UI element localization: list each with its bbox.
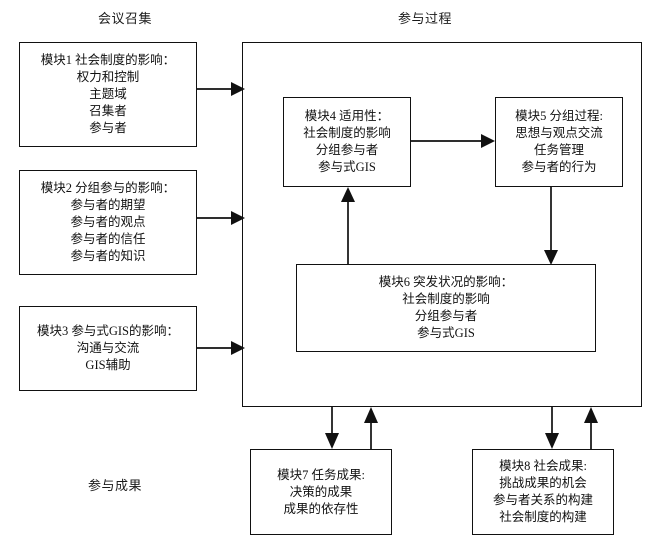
module-8-heading: 模块8 社会成果: <box>499 459 587 473</box>
module-5-item-1: 思想与观点交流 <box>515 126 603 140</box>
module-4-item-3: 参与式GIS <box>318 160 376 174</box>
arrowhead-container-m7 <box>325 433 339 449</box>
module-4-heading: 模块4 适用性： <box>304 109 390 123</box>
module-2-item-4: 参与者的知识 <box>70 249 146 263</box>
module-5-item-2: 任务管理 <box>533 143 584 157</box>
module-7-heading: 模块7 任务成果: <box>277 467 365 482</box>
module-1-item-1: 权力和控制 <box>76 70 140 84</box>
module-6-item-1: 社会制度的影响 <box>402 292 490 306</box>
module-1-heading: 模块1 社会制度的影响： <box>40 53 176 67</box>
module-4-item-1: 社会制度的影响 <box>303 126 391 140</box>
module-2-item-1: 参与者的期望 <box>70 198 146 212</box>
module-3-item-2: GIS辅助 <box>85 358 131 372</box>
module-box-4[interactable]: 模块4 适用性： 社会制度的影响 分组参与者 参与式GIS <box>283 97 411 187</box>
module-7-item-2: 成果的依存性 <box>283 501 359 516</box>
module-4-item-2: 分组参与者 <box>315 143 379 157</box>
module-box-1[interactable]: 模块1 社会制度的影响： 权力和控制 主题域 召集者 参与者 <box>19 42 197 147</box>
module-1-item-4: 参与者 <box>89 121 127 135</box>
module-2-heading: 模块2 分组参与的影响： <box>40 181 176 195</box>
section-title-outcomes: 参与成果 <box>87 478 142 493</box>
section-title-convening: 会议召集 <box>97 11 152 26</box>
module-box-6[interactable]: 模块6 突发状况的影响： 社会制度的影响 分组参与者 参与式GIS <box>296 264 596 352</box>
module-8-item-3: 社会制度的构建 <box>499 510 587 524</box>
module-8-item-2: 参与者关系的构建 <box>492 493 593 507</box>
module-6-item-3: 参与式GIS <box>417 326 475 340</box>
module-6-item-2: 分组参与者 <box>414 309 478 323</box>
module-box-8[interactable]: 模块8 社会成果: 挑战成果的机会 参与者关系的构建 社会制度的构建 <box>472 449 614 535</box>
arrowhead-container-m8 <box>545 433 559 449</box>
module-3-item-1: 沟通与交流 <box>76 341 140 355</box>
module-1-item-2: 主题域 <box>89 87 127 101</box>
module-box-7[interactable]: 模块7 任务成果: 决策的成果 成果的依存性 <box>250 449 392 535</box>
arrowhead-m7-container <box>364 407 378 423</box>
module-7-item-1: 决策的成果 <box>289 484 353 499</box>
module-box-2[interactable]: 模块2 分组参与的影响： 参与者的期望 参与者的观点 参与者的信任 参与者的知识 <box>19 170 197 275</box>
module-5-item-3: 参与者的行为 <box>521 160 597 174</box>
module-1-item-3: 召集者 <box>89 104 127 118</box>
module-box-5[interactable]: 模块5 分组过程: 思想与观点交流 任务管理 参与者的行为 <box>495 97 623 187</box>
module-2-item-3: 参与者的信任 <box>70 232 146 246</box>
module-2-item-2: 参与者的观点 <box>70 215 146 229</box>
module-box-3[interactable]: 模块3 参与式GIS的影响： 沟通与交流 GIS辅助 <box>19 306 197 391</box>
module-5-heading: 模块5 分组过程: <box>515 109 603 123</box>
module-8-item-1: 挑战成果的机会 <box>499 476 587 490</box>
arrowhead-m8-container <box>584 407 598 423</box>
module-6-heading: 模块6 突发状况的影响： <box>378 275 514 289</box>
section-title-process: 参与过程 <box>397 11 452 26</box>
module-3-heading: 模块3 参与式GIS的影响： <box>36 324 180 338</box>
